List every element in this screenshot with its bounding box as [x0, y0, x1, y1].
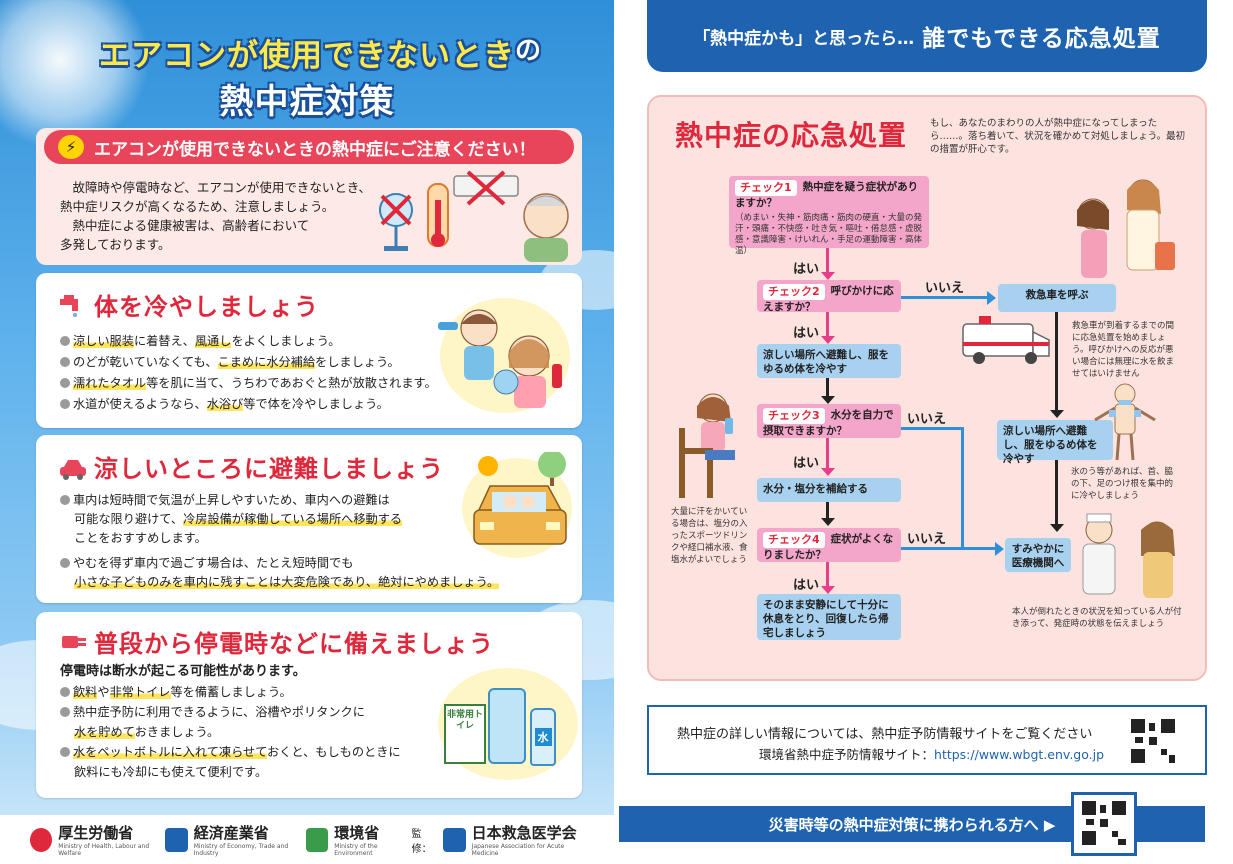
flow-arrow — [1050, 410, 1064, 418]
ice-note: 氷のう等があれば、首、脇の下、足のつけ根を集中的に冷やしましょう — [1071, 467, 1174, 501]
dizzy-girls-illustration — [1077, 179, 1175, 278]
no-label: いいえ — [925, 281, 965, 296]
list-item: やむを得ず車内で過ごす場合は、たとえ短時間でも — [60, 554, 499, 573]
flow-line — [826, 248, 829, 274]
cooling-body-illustration — [1094, 383, 1156, 461]
drinking-woman-illustration — [679, 393, 735, 498]
faucet-icon — [60, 295, 78, 317]
list-item: のどが乾いていなくても、こまめに水分補給をしましょう。 — [60, 352, 437, 373]
rest-step-box: そのまま安静にして十分に休息をとり、回復したら帰宅しましょう — [757, 594, 901, 640]
ambulance-note: 救急車が到着するまでの間に応急処置を始めましょう。呼びかけへの反応が悪い場合には… — [1072, 321, 1175, 379]
emergency-toilet-box: 非常用トイレ — [444, 704, 486, 764]
info-line2: 環境省熱中症予防情報サイト：https://www.wbgt.env.go.jp — [759, 747, 1105, 762]
list-item: 飲料や非常トイレ等を備蓄しましょう。 — [60, 682, 401, 702]
flow-line — [826, 378, 829, 398]
flow-arrow — [821, 272, 835, 280]
plug-icon — [62, 636, 86, 648]
qr-code-icon[interactable] — [1071, 792, 1137, 856]
warning-text: 故障時や停電時など、エアコンが使用できないとき、 熱中症リスクが高くなるため、注… — [60, 180, 372, 252]
first-aid-banner: 「熱中症かも」と思ったら… 誰でもできる応急処置 — [647, 0, 1207, 72]
hot-car-illustration — [473, 452, 567, 545]
flow-line — [826, 562, 829, 588]
yes-label: はい — [793, 262, 820, 277]
no-label: いいえ — [907, 532, 947, 547]
flow-line — [826, 438, 829, 470]
flow-line — [901, 427, 963, 430]
list-item: 熱中症予防に利用できるように、浴槽やポリタンクに — [60, 702, 401, 722]
left-page: エアコンが使用できないときの 熱中症対策 ⚡ エアコンが使用できないときの熱中症… — [0, 0, 614, 864]
first-aid-note: もし、あなたのまわりの人が熱中症になってしまったら……。落ち着いて、状況を確かめ… — [930, 118, 1186, 155]
sweat-note: 大量に汗をかいている場合は、塩分の入ったスポーツドリンクや経口補水液、食塩水がよ… — [671, 507, 748, 565]
car-icon — [60, 460, 86, 480]
right-page: 「熱中症かも」と思ったら… 誰でもできる応急処置 熱中症の応急処置 もし、あなた… — [619, 0, 1233, 864]
hospital-note: 本人が倒れたときの状況を知っている人が付き添って、発症時の状態を伝えましょう — [1012, 607, 1182, 629]
flow-line — [1055, 312, 1058, 412]
water-tank — [488, 688, 526, 764]
flow-line — [961, 427, 964, 549]
no-label: いいえ — [907, 412, 947, 427]
prepare-lead: 停電時は断水が起こる可能性があります。 — [60, 664, 306, 679]
water-step-box: 水分・塩分を補給する — [757, 478, 901, 502]
hospital-staff-illustration — [1082, 513, 1175, 598]
first-aid-title: 熱中症の応急処置 — [675, 119, 908, 152]
flow-arrow — [821, 396, 835, 404]
main-title-line1: エアコンが使用できないときの — [99, 36, 543, 74]
prepare-bullets: 停電時は断水が起こる可能性があります。 飲料や非常トイレ等を備蓄しましょう。 熱… — [60, 664, 401, 779]
cool-step-box: 涼しい場所へ避難し、服をゆるめ体を冷やす — [757, 344, 901, 378]
flow-line — [826, 502, 829, 520]
card-title-cool-body: 体を冷やしましょう — [94, 293, 319, 321]
cool-step-right-box: 涼しい場所へ避難し、服をゆるめ体を冷やす — [997, 420, 1113, 465]
card-title-evacuate: 涼しいところに避難しましょう — [94, 455, 444, 483]
env-logo-icon — [306, 827, 329, 852]
warning-illustration — [379, 170, 569, 262]
info-line1: 熱中症の詳しい情報については、熱中症予防情報サイトをご覧ください — [677, 727, 1093, 742]
list-item: 水をペットボトルに入れて凍らせておくと、もしものときに — [60, 742, 401, 762]
mhlw-logo-icon — [30, 827, 53, 852]
flow-line — [826, 312, 829, 338]
card-title-prepare: 普段から停電時などに備えましょう — [94, 630, 494, 658]
evacuate-bullets: 車内は短時間で気温が上昇しやすいため、車内への避難は 可能な限り避けて、冷房設備… — [60, 491, 500, 592]
yes-label: はい — [793, 578, 820, 593]
list-item: 濡れたタオル等を肌に当て、うちわであおぐと熱が放散されます。 — [60, 373, 437, 394]
flow-line — [901, 547, 997, 550]
cool-body-bullets: 涼しい服装に着替え、風通しをよくしましょう。 のどが乾いていなくても、こまめに水… — [60, 331, 437, 415]
meti-logo-icon — [165, 827, 188, 852]
warning-heading: ⚡ エアコンが使用できないときの熱中症にご注意ください！ — [44, 130, 574, 164]
list-item: 水道が使えるようなら、水浴び等で体を冷やしましょう。 — [60, 394, 437, 415]
flow-arrow — [821, 336, 835, 344]
flow-arrow — [821, 468, 835, 476]
qr-code-icon[interactable] — [1131, 719, 1175, 763]
jaam-logo-icon — [443, 827, 466, 852]
hospital-box: すみやかに医療機関へ — [1005, 538, 1071, 572]
info-box — [647, 705, 1207, 775]
water-bottle: 水 — [530, 708, 556, 766]
list-item: 車内は短時間で気温が上昇しやすいため、車内への避難は — [60, 491, 499, 510]
flow-arrow — [821, 518, 835, 526]
flow-line — [901, 296, 989, 299]
flow-arrow — [987, 291, 996, 305]
info-url-link[interactable]: https://www.wbgt.env.go.jp — [934, 747, 1105, 762]
warning-icon: ⚡ — [58, 135, 84, 159]
water-label: 水 — [534, 728, 552, 746]
ambulance-icon — [962, 316, 1050, 364]
flow-arrow — [821, 586, 835, 594]
drinking-people-illustration — [438, 309, 562, 408]
yes-label: はい — [793, 326, 820, 341]
flow-line — [1055, 460, 1058, 526]
list-item: 涼しい服装に着替え、風通しをよくしましょう。 — [60, 331, 437, 352]
main-title-line2: 熱中症対策 — [219, 82, 395, 122]
flow-arrow — [1050, 524, 1064, 532]
flow-arrow — [995, 542, 1004, 556]
yes-label: はい — [793, 456, 820, 471]
ambulance-box: 救急車を呼ぶ — [998, 284, 1116, 312]
